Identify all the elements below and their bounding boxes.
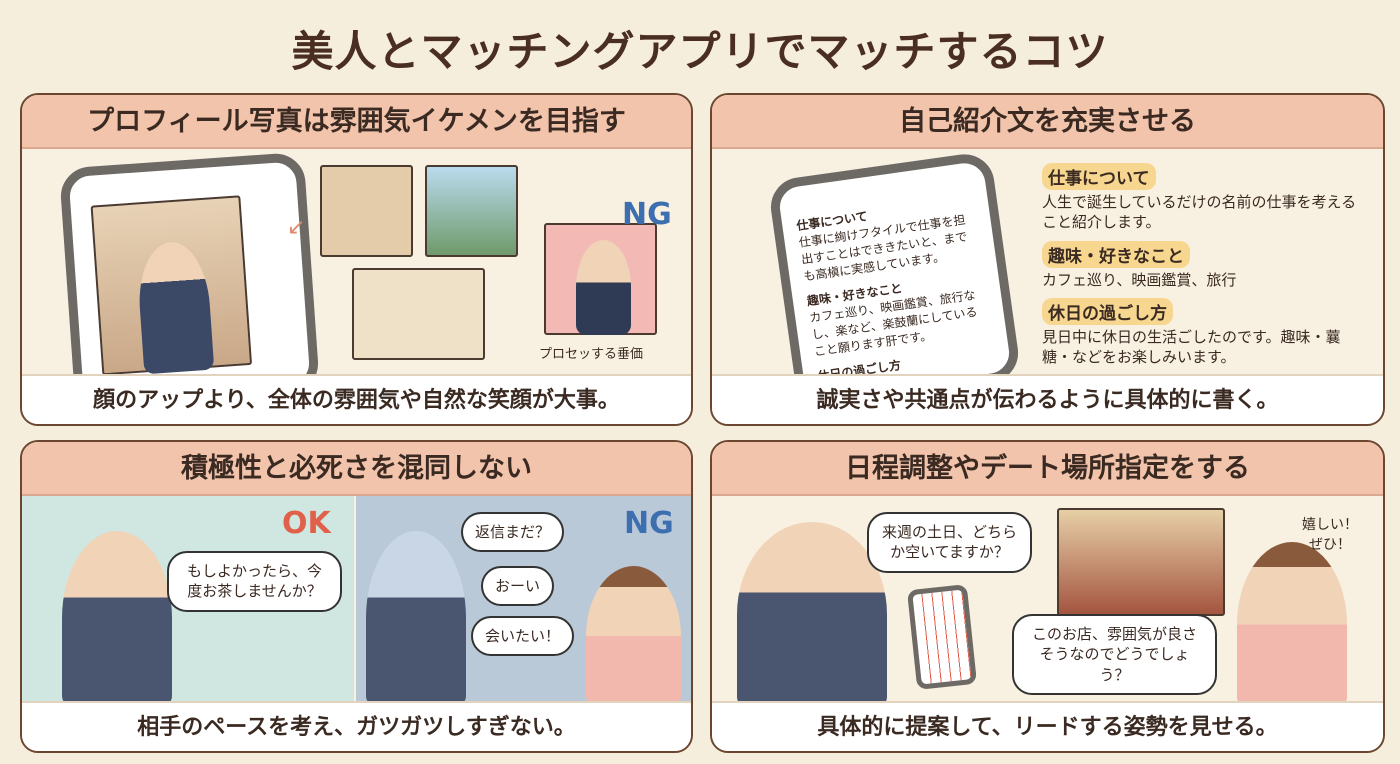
ng-label: NG	[624, 506, 674, 541]
panel-heading: 積極性と必死さを混同しない	[22, 442, 691, 496]
woman-illustration	[1237, 542, 1347, 707]
panel-date-planning: 日程調整やデート場所指定をする 来週の土日、どちらか空いてますか？ このお店、雰…	[710, 440, 1385, 753]
panel-caption: 顔のアップより、全体の雰囲気や自然な笑顔が大事。	[22, 374, 691, 424]
speech-bubble: おーい	[481, 566, 555, 607]
ng-caption: プロセッする垂価	[539, 347, 644, 362]
arrow-icon: ↙	[287, 215, 306, 240]
man-illustration	[576, 240, 631, 335]
panel-caption: 誠実さや共通点が伝わるように具体的に書く。	[712, 374, 1383, 424]
phone-illustration: 仕事について 仕事に絢けフタイルで仕事を担出すことはでききたいと、までも高槇に実…	[767, 150, 1022, 410]
section-tag: 仕事について	[1042, 163, 1156, 190]
section-tag: 趣味・好きなこと	[1042, 240, 1190, 268]
speech-bubble: もしよかったら、今度お茶しませんか？	[167, 551, 342, 612]
group-photo	[352, 268, 485, 360]
ok-scene: OK もしよかったら、今度お茶しませんか？	[22, 496, 354, 706]
speech-bubble: 会いたい！	[471, 616, 575, 657]
section-text: 見日中に休日の生活ごしたのです。趣味・蘘糖・などをお楽しみいます。	[1042, 327, 1341, 366]
man-illustration	[366, 531, 466, 706]
selfie-photo	[544, 223, 657, 335]
speech-bubble: 返信まだ？	[461, 512, 565, 553]
section-text: カフェ巡り、映画鑑賞、旅行	[1042, 270, 1237, 289]
panel-self-intro: 自己紹介文を充実させる 仕事について 仕事に絢けフタイルで仕事を担出すことはでき…	[710, 93, 1385, 426]
man-illustration	[62, 531, 172, 706]
man-illustration	[737, 522, 887, 707]
man-illustration	[135, 239, 215, 375]
panel-caption: 具体的に提案して、リードする姿勢を見せる。	[712, 701, 1383, 751]
cooking-photo	[320, 165, 413, 257]
panel-caption: 相手のペースを考え、ガツガツしすぎない。	[22, 701, 691, 751]
panel-heading: 自己紹介文を充実させる	[712, 95, 1383, 149]
reply-text: 嬉しい！ぜひ！	[1302, 517, 1358, 553]
panel-profile-photo: プロフィール写真は雰囲気イケメンを目指す ↙ NG プロセッする垂価 顔のアップ…	[20, 93, 693, 426]
ng-label: NG	[622, 197, 672, 232]
page-title: 美人とマッチングアプリでマッチするコツ	[291, 27, 1109, 76]
speech-bubble: このお店、雰囲気が良さそうなのでどうでしょう？	[1012, 614, 1217, 695]
panel-heading: 日程調整やデート場所指定をする	[712, 442, 1383, 496]
phone-illustration	[58, 151, 321, 409]
intro-sections: 仕事について 人生で誕生しているだけの名前の仕事を考えること紹介します。 趣味・…	[1042, 163, 1362, 375]
woman-illustration	[586, 566, 681, 706]
restaurant-photo	[1057, 508, 1225, 616]
ng-scene: NG 返信まだ？ おーい 会いたい！	[356, 496, 691, 706]
calendar-phone	[906, 584, 978, 690]
ok-label: OK	[282, 506, 331, 541]
section-text: 人生で誕生しているだけの名前の仕事を考えること紹介します。	[1042, 193, 1357, 232]
cafe-photo	[90, 195, 253, 376]
speech-bubble: 来週の土日、どちらか空いてますか？	[867, 512, 1032, 573]
panel-heading: プロフィール写真は雰囲気イケメンを目指す	[22, 95, 691, 149]
panel-eagerness: 積極性と必死さを混同しない OK もしよかったら、今度お茶しませんか？ NG 返…	[20, 440, 693, 753]
section-tag: 休日の過ごし方	[1042, 297, 1173, 325]
hiking-photo	[425, 165, 518, 257]
